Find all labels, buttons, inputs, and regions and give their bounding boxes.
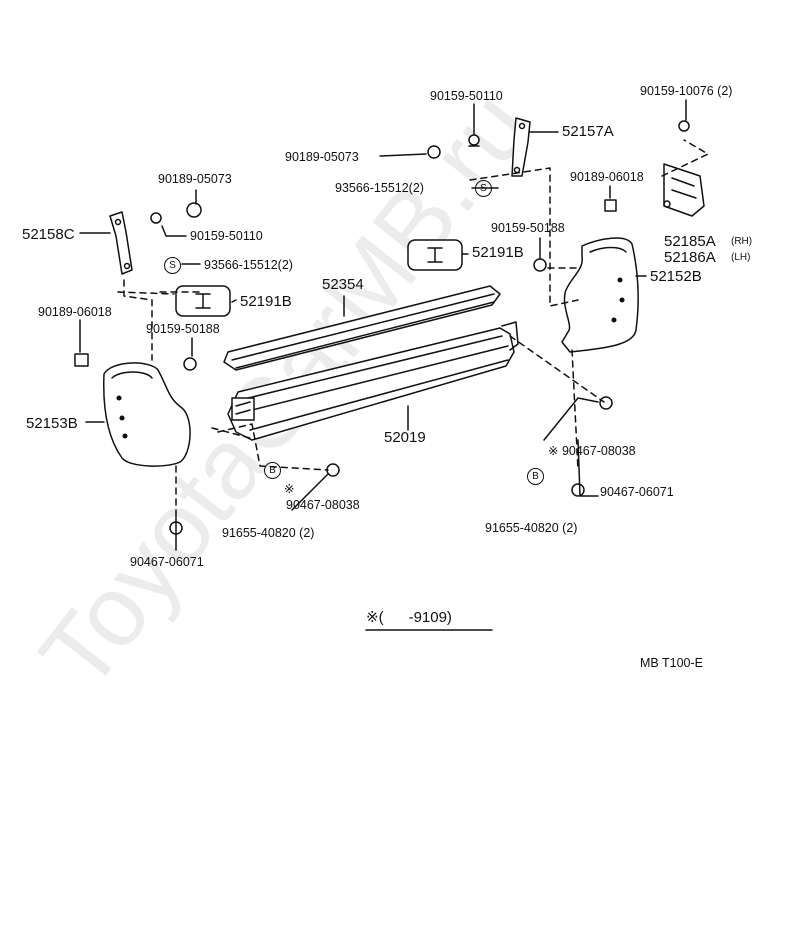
label-52354: 52354 — [322, 276, 364, 293]
label-90189-05073-mid: 90189-05073 — [285, 150, 359, 164]
fasteners — [74, 120, 690, 535]
label-90467-08038-right: ※ 90467-08038 — [548, 444, 636, 458]
footnote: ※( -9109) — [366, 609, 452, 626]
label-52158C: 52158C — [22, 226, 75, 243]
label-52191B-left: 52191B — [240, 293, 292, 310]
label-52153B: 52153B — [26, 415, 78, 432]
label-52152B: 52152B — [650, 268, 702, 285]
label-90189-06018-right: 90189-06018 — [570, 170, 644, 184]
stay-52158C — [109, 211, 133, 275]
circle-b-marker-right: B — [527, 468, 544, 485]
label-52019: 52019 — [384, 429, 426, 446]
diagram-code: MB T100-E — [640, 656, 703, 670]
circle-s-marker-right: S — [475, 180, 492, 197]
circle-b-marker-left: B — [264, 462, 281, 479]
label-90189-05073-left: 90189-05073 — [158, 172, 232, 186]
label-90159-50188-left: 90159-50188 — [146, 322, 220, 336]
bracket-52185A — [663, 163, 705, 217]
label-52191B-right: 52191B — [472, 244, 524, 261]
end-cap-52153B — [102, 362, 191, 467]
label-90159-50188-right: 90159-50188 — [491, 221, 565, 235]
label-93566-15512-left: 93566-15512(2) — [204, 258, 293, 272]
molding-52354 — [223, 285, 501, 371]
assembly-lines — [117, 139, 709, 513]
label-91655-40820-left: 91655-40820 (2) — [222, 526, 315, 540]
label-52185A: 52185A — [664, 233, 716, 250]
bumper-bar-52019 — [227, 321, 519, 441]
circle-s-marker-left: S — [164, 257, 181, 274]
label-52186A: 52186A — [664, 249, 716, 266]
label-52157A: 52157A — [562, 123, 614, 140]
label-52185A-side: (RH) — [731, 236, 753, 247]
end-cap-52152B — [561, 237, 639, 353]
label-90159-50110-top: 90159-50110 — [430, 89, 503, 103]
label-91655-40820-right: 91655-40820 (2) — [485, 521, 578, 535]
label-90189-06018-left: 90189-06018 — [38, 305, 112, 319]
stay-52157A — [511, 117, 531, 177]
asterisk-left: ※ — [284, 482, 295, 496]
label-93566-15512-right: 93566-15512(2) — [335, 181, 424, 195]
label-90159-50110-left: 90159-50110 — [190, 229, 263, 243]
label-90467-06071-right: 90467-06071 — [600, 485, 674, 499]
label-52186A-side: (LH) — [731, 252, 751, 263]
label-90467-06071-left: 90467-06071 — [130, 555, 204, 569]
label-90159-10076: 90159-10076 (2) — [640, 84, 733, 98]
label-90467-08038-left: 90467-08038 — [286, 498, 360, 512]
